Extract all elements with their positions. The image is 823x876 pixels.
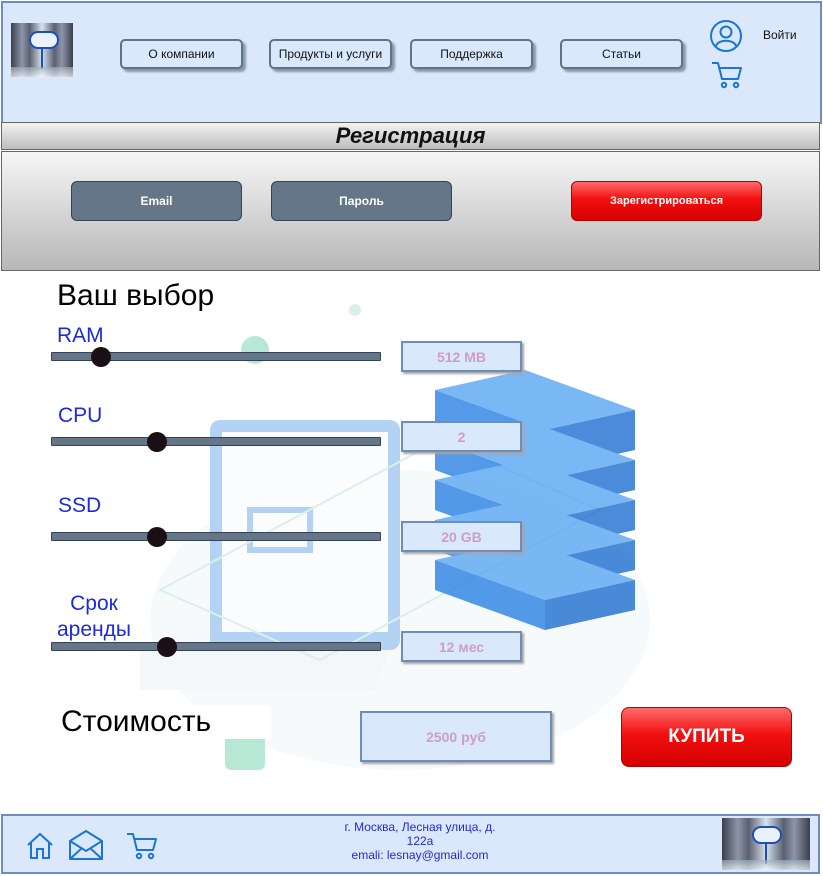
cart-icon[interactable] xyxy=(710,60,744,90)
cost-label: Стоимость xyxy=(61,705,272,739)
rental-term-value: 12 мес xyxy=(401,631,522,662)
rental-term-label: Срок аренды xyxy=(57,592,131,641)
ssd-label: SSD xyxy=(58,494,102,517)
rental-term-slider[interactable] xyxy=(51,637,381,657)
cpu-value: 2 xyxy=(401,421,522,452)
site-footer xyxy=(1,814,820,874)
choice-title: Ваш выбор xyxy=(57,279,215,312)
ssd-slider-thumb[interactable] xyxy=(146,527,167,547)
mail-icon[interactable] xyxy=(68,829,104,861)
contact-email[interactable]: emali: lesnay@gmail.com xyxy=(351,848,489,862)
ram-value: 512 MB xyxy=(401,341,522,372)
cpu-label: CPU xyxy=(58,404,103,427)
email-field[interactable]: Email xyxy=(71,181,242,221)
address-line-1: г. Москва, Лесная улица, д. xyxy=(344,820,496,834)
nav-products[interactable]: Продукты и услуги xyxy=(269,39,392,69)
registration-title: Регистрация xyxy=(1,122,820,150)
register-button[interactable]: Зарегистрироваться xyxy=(571,181,762,221)
nav-articles[interactable]: Статьи xyxy=(560,39,683,69)
address-line-2: 122а xyxy=(406,834,434,848)
user-circle-icon[interactable] xyxy=(709,19,743,53)
footer-contacts: г. Москва, Лесная улица, д. 122а emali: … xyxy=(340,820,500,862)
cpu-slider[interactable] xyxy=(51,432,381,452)
footer-cart-icon[interactable] xyxy=(125,831,159,861)
ssd-value: 20 GB xyxy=(401,521,522,552)
password-field[interactable]: Пароль xyxy=(271,181,452,221)
login-link[interactable]: Войти xyxy=(763,28,797,42)
footer-logo-image xyxy=(722,818,810,870)
ram-label: RAM xyxy=(57,324,104,347)
cpu-slider-thumb[interactable] xyxy=(146,432,167,452)
ram-slider[interactable] xyxy=(51,347,381,367)
ssd-slider[interactable] xyxy=(51,527,381,547)
buy-button[interactable]: КУПИТЬ xyxy=(621,707,792,767)
logo-image[interactable] xyxy=(11,23,73,77)
nav-support[interactable]: Поддержка xyxy=(410,39,533,69)
cost-value: 2500 руб xyxy=(360,711,552,762)
rental-term-slider-thumb[interactable] xyxy=(156,637,177,657)
ram-slider-thumb[interactable] xyxy=(91,347,112,367)
home-icon[interactable] xyxy=(25,831,55,861)
nav-about[interactable]: О компании xyxy=(120,39,243,69)
